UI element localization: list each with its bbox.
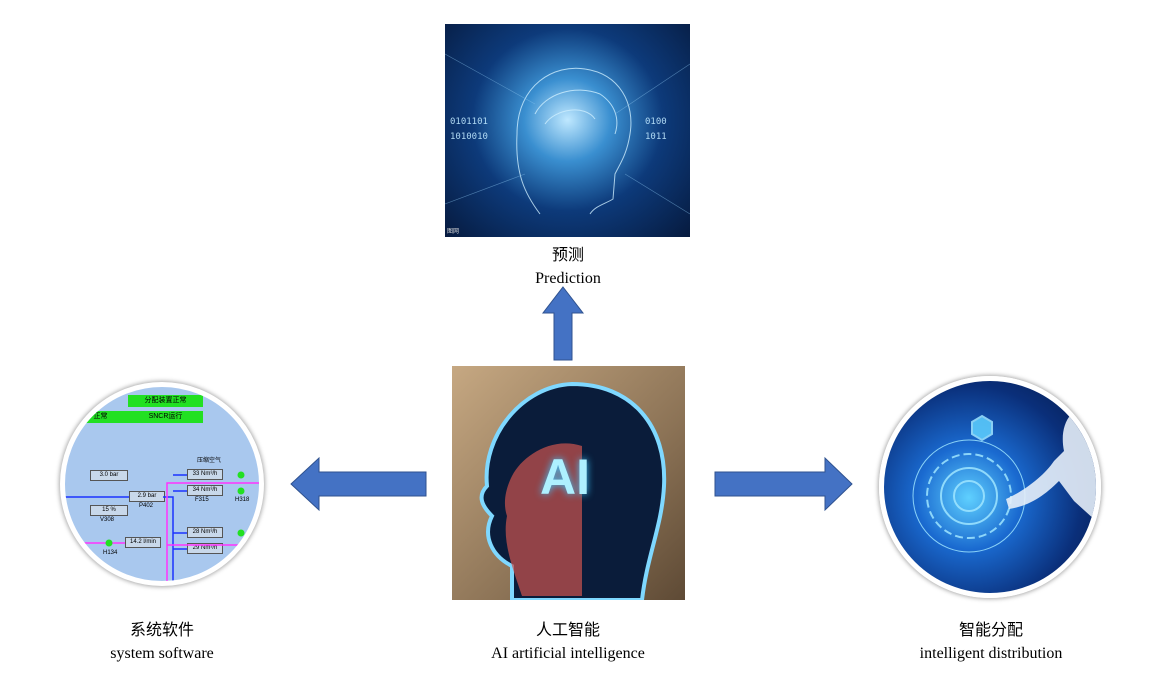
ai-label-en: AI artificial intelligence xyxy=(491,645,645,662)
prediction-image: 0101101 1010010 0100 1011 图网 xyxy=(445,24,690,237)
status-distribution: 分配装置正常 xyxy=(128,395,203,407)
brain-head-icon: 0101101 1010010 0100 1011 xyxy=(445,53,690,215)
intelligent-distribution-image xyxy=(879,376,1101,598)
flow-1: 33 Nm³/h xyxy=(187,469,223,480)
watermark: 图网 xyxy=(447,229,460,235)
prediction-label-en: Prediction xyxy=(535,270,601,287)
flow-4: 29 Nm³/h xyxy=(187,543,223,554)
svg-text:0100: 0100 xyxy=(645,117,667,127)
system-software-label: 系统软件 system software xyxy=(32,618,292,666)
ai-text: AI xyxy=(540,449,590,505)
intelligent-distribution-label-en: intelligent distribution xyxy=(919,645,1063,662)
ai-label-zh: 人工智能 xyxy=(535,620,600,639)
p-label: P402 xyxy=(139,503,154,509)
percent: 15 % xyxy=(90,505,128,516)
system-software-label-en: system software xyxy=(110,645,214,662)
system-software-label-zh: 系统软件 xyxy=(129,620,194,639)
svg-text:1010010: 1010010 xyxy=(450,132,488,142)
svg-text:0101101: 0101101 xyxy=(450,117,488,127)
prediction-label: 预测 Prediction xyxy=(438,243,698,291)
system-software-image: 分配装置正常 正常 SNCR运行 压缩空气 3.0 bar 2.9 bar P4… xyxy=(60,382,264,586)
status-sncr: SNCR运行 xyxy=(128,411,203,423)
flow-lmin: 14.2 l/min xyxy=(125,537,161,548)
flow-3: 28 Nm³/h xyxy=(187,527,223,538)
arrow-right-icon xyxy=(714,456,853,512)
status-normal: 正常 xyxy=(73,411,128,423)
pipe-lines xyxy=(65,471,259,581)
flow-2: 34 Nm³/h xyxy=(187,485,223,496)
svg-text:1011: 1011 xyxy=(645,132,667,142)
f-label: F315 xyxy=(195,497,209,503)
robot-hud-icon xyxy=(912,401,1096,553)
arrow-left-icon xyxy=(290,456,427,512)
intelligent-distribution-label: 智能分配 intelligent distribution xyxy=(861,618,1121,666)
intelligent-distribution-label-zh: 智能分配 xyxy=(958,620,1023,639)
h2-label: H134 xyxy=(103,550,118,556)
v-label: V308 xyxy=(100,517,115,523)
arrow-up-icon xyxy=(541,286,585,361)
ai-head-image: AI xyxy=(452,366,685,600)
air-label: 压缩空气 xyxy=(197,458,222,464)
pressure-1: 3.0 bar xyxy=(90,470,128,481)
h1-label: H318 xyxy=(235,497,250,503)
prediction-label-zh: 预测 xyxy=(551,245,584,264)
ai-label: 人工智能 AI artificial intelligence xyxy=(438,618,698,666)
neon-head-icon xyxy=(479,381,667,600)
